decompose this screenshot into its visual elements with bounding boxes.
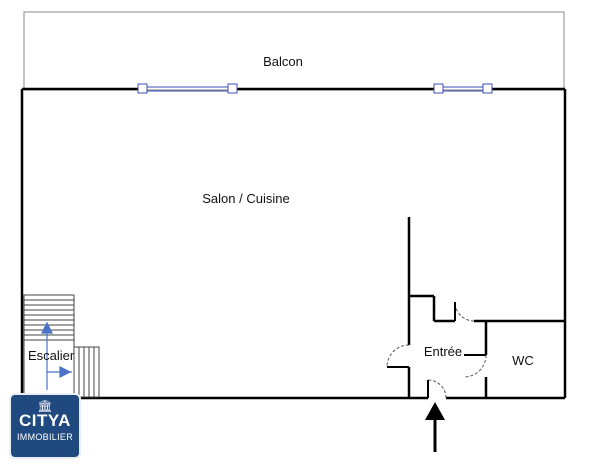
balcony-outline — [23, 11, 565, 91]
window-right — [433, 83, 493, 94]
building-icon: 🏛︎ — [37, 399, 53, 413]
citya-logo: 🏛︎ CITYA IMMOBILIER — [9, 393, 81, 459]
room-label-salon-cuisine: Salon / Cuisine — [202, 191, 289, 206]
room-label-wc: WC — [512, 353, 534, 368]
interior-walls — [407, 217, 565, 398]
room-label-entree: Entrée — [424, 344, 462, 359]
window-left — [137, 83, 238, 94]
logo-subtitle: IMMOBILIER — [16, 432, 73, 442]
room-label-escalier: Escalier — [28, 348, 75, 363]
staircase — [23, 294, 100, 398]
stair-arrows — [41, 321, 72, 390]
exterior-walls — [20, 87, 567, 400]
entrance-arrow-icon — [425, 402, 445, 452]
logo-brand: CITYA — [19, 411, 71, 430]
room-label-balcon: Balcon — [263, 54, 303, 69]
door-leaves — [387, 302, 486, 398]
